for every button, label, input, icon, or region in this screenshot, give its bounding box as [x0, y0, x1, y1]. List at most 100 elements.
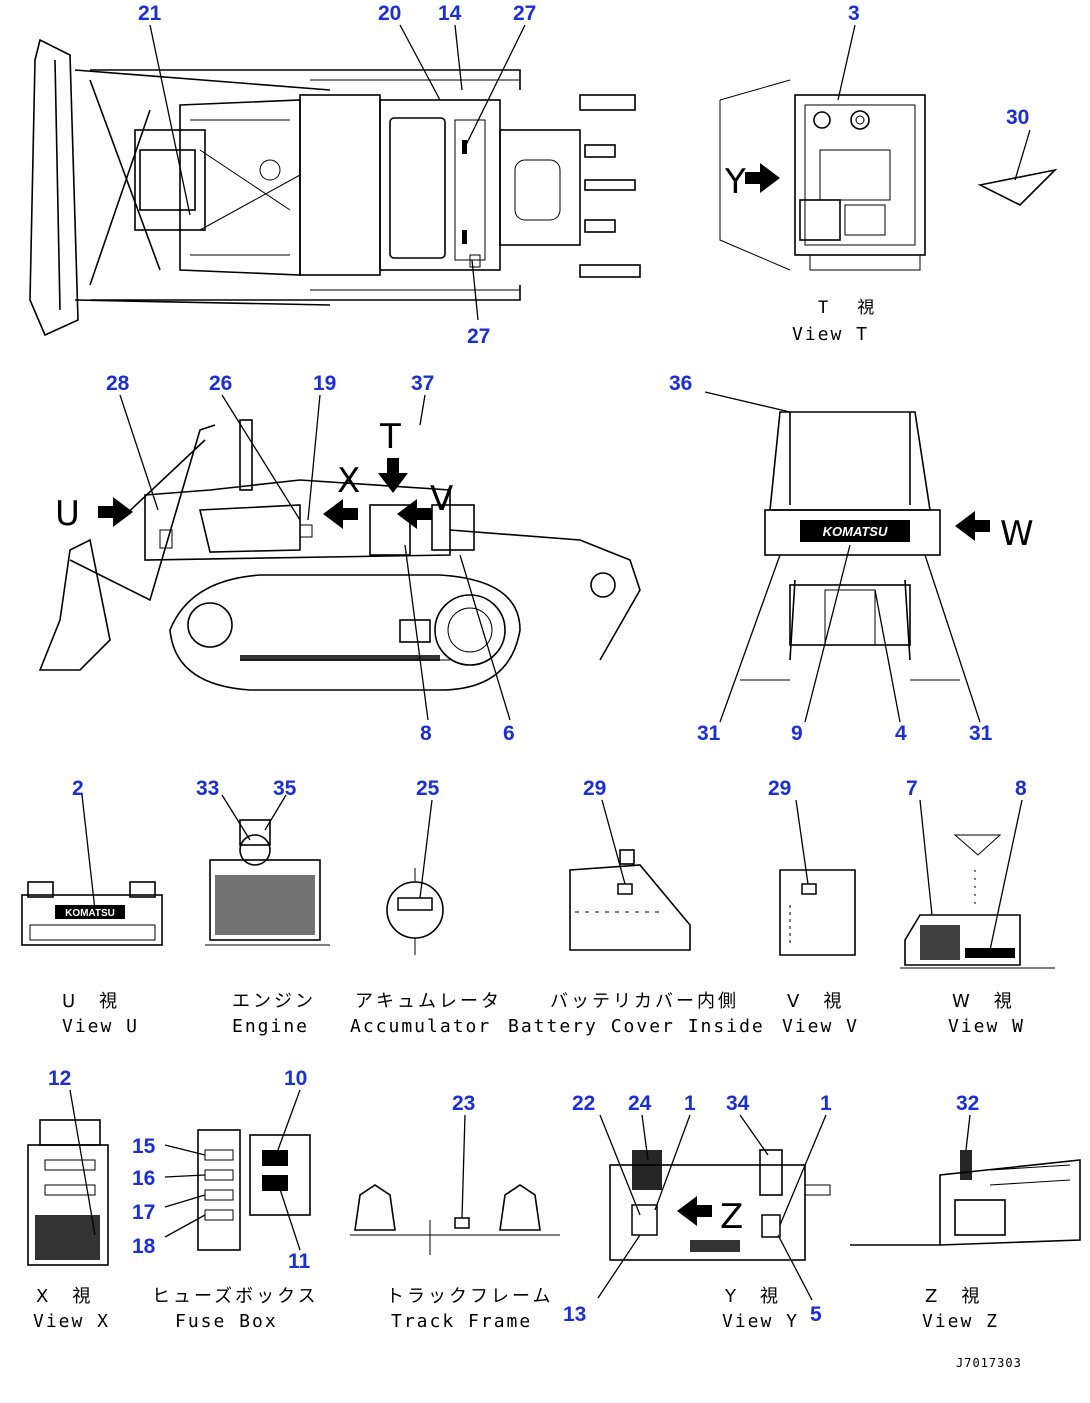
callout-18: 18	[132, 1235, 156, 1258]
callout-19: 19	[313, 372, 336, 395]
callout-9: 9	[791, 722, 803, 745]
leader-7	[919, 799, 933, 916]
callout-30: 30	[1006, 106, 1029, 129]
callout-29-battery: 29	[583, 777, 606, 800]
callout-32: 32	[956, 1092, 979, 1115]
callout-12: 12	[48, 1067, 71, 1090]
arrow-z	[677, 1196, 712, 1226]
view-x-drawing	[27, 1119, 109, 1266]
callout-31-right: 31	[969, 722, 993, 745]
callout-1-right: 1	[820, 1092, 832, 1115]
leader-30	[1014, 129, 1031, 181]
leader-29a	[601, 799, 626, 885]
caption-view-z-jp: Z 視	[925, 1286, 982, 1307]
callout-5: 5	[810, 1303, 822, 1326]
track-frame-drawing	[350, 1184, 560, 1255]
callout-37: 37	[411, 372, 434, 395]
callout-4: 4	[895, 722, 907, 745]
caption-engine-jp: エンジン	[232, 991, 316, 1012]
dozer-side-view	[38, 419, 641, 691]
caption-fuse-en: Fuse Box	[175, 1311, 278, 1332]
callout-20: 20	[378, 2, 401, 25]
leader-31b	[924, 554, 981, 723]
view-u-drawing	[21, 881, 163, 946]
leader-34	[739, 1114, 769, 1156]
view-letter-z: Z	[720, 1197, 743, 1237]
front-logo: KOMATSU	[65, 908, 115, 919]
accumulator-drawing	[386, 868, 444, 955]
rear-logo: KOMATSU	[823, 524, 888, 539]
caption-fuse-jp: ヒューズボックス	[152, 1286, 319, 1307]
view-letter-t: T	[379, 417, 401, 457]
callout-2: 2	[72, 777, 84, 800]
caption-view-y-jp: Y 視	[724, 1286, 781, 1307]
callout-22: 22	[572, 1092, 595, 1115]
view-letter-u: U	[55, 494, 80, 534]
callout-6: 6	[503, 722, 515, 745]
caption-accumulator-en: Accumulator	[350, 1016, 491, 1037]
leader-26	[221, 394, 301, 521]
caption-view-u-jp: U 視	[62, 991, 120, 1012]
caption-view-w-en: View W	[948, 1016, 1025, 1037]
leader-19	[307, 394, 321, 521]
callout-13: 13	[563, 1303, 586, 1326]
engine-drawing	[205, 819, 330, 946]
callout-14: 14	[438, 2, 462, 25]
callout-8-view-w: 8	[1015, 777, 1027, 800]
callout-11: 11	[288, 1250, 311, 1273]
caption-view-v-en: View V	[782, 1016, 859, 1037]
leader-27a	[465, 24, 526, 146]
leader-10	[274, 1089, 301, 1159]
caption-view-u-en: View U	[62, 1016, 139, 1037]
callout-33: 33	[196, 777, 219, 800]
leader-16	[164, 1174, 206, 1178]
leader-13	[597, 1234, 641, 1299]
arrow-v-side	[397, 499, 432, 529]
leader-27b	[471, 259, 479, 321]
leader-36	[704, 391, 791, 413]
view-letter-v: V	[430, 479, 453, 519]
leader-6	[459, 554, 511, 721]
callout-27-top: 27	[513, 2, 536, 25]
leader-23	[461, 1114, 466, 1219]
leader-37	[419, 394, 426, 426]
leader-9	[804, 544, 851, 723]
arrow-t	[378, 458, 408, 493]
callout-36: 36	[669, 372, 692, 395]
callout-25: 25	[416, 777, 440, 800]
caption-view-y-en: View Y	[722, 1311, 799, 1332]
fuse-box-drawing	[197, 1129, 311, 1251]
leader-20	[399, 24, 441, 101]
leader-24	[641, 1114, 649, 1161]
leader-8	[404, 544, 429, 721]
leader-29b	[795, 799, 809, 885]
caption-view-x-en: View X	[33, 1311, 110, 1332]
callout-3: 3	[848, 2, 860, 25]
callout-15: 15	[132, 1135, 156, 1158]
arrow-y	[745, 163, 780, 193]
leader-3	[837, 24, 856, 101]
arrow-w	[955, 511, 990, 541]
callout-21: 21	[138, 2, 162, 25]
leader-25	[419, 799, 433, 899]
leader-8b	[989, 799, 1023, 951]
callout-8-side: 8	[420, 722, 432, 745]
dozer-rear-view	[740, 411, 960, 681]
view-t-drawing	[719, 79, 926, 271]
callout-24: 24	[628, 1092, 652, 1115]
callout-10: 10	[284, 1067, 307, 1090]
leader-32	[965, 1114, 971, 1151]
callout-23: 23	[452, 1092, 475, 1115]
callout-1-left: 1	[684, 1092, 696, 1115]
leader-11	[277, 1182, 301, 1251]
callout-29-view-v: 29	[768, 777, 791, 800]
callout-31-left: 31	[697, 722, 721, 745]
leader-12	[69, 1089, 96, 1236]
leader-4	[874, 589, 901, 723]
leader-1a	[654, 1114, 691, 1211]
caption-view-z-en: View Z	[922, 1311, 999, 1332]
callout-28: 28	[106, 372, 130, 395]
callout-27-bottom: 27	[467, 325, 490, 348]
leader-15	[164, 1144, 206, 1156]
callout-26: 26	[209, 372, 232, 395]
